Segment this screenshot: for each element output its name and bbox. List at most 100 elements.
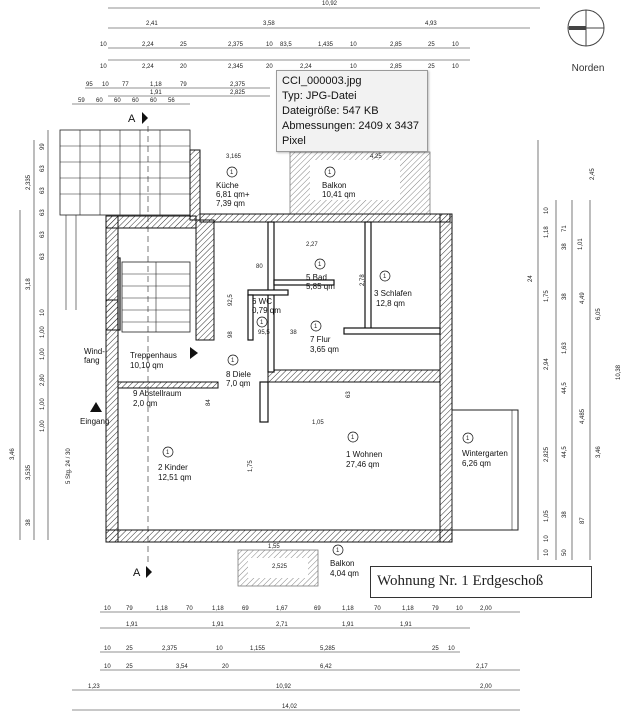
dim-label: 84 xyxy=(206,399,212,406)
dim-label: 10 xyxy=(216,646,223,652)
dim-label: 63 xyxy=(346,391,352,398)
dim-label: 1,00 xyxy=(40,398,46,410)
top-dimension-lines xyxy=(72,7,540,105)
right-dimension-lines xyxy=(537,140,591,560)
dim-label: 10 xyxy=(102,82,109,88)
dim-label: 3,18 xyxy=(26,278,32,290)
dim-top-total: 10,92 xyxy=(322,1,338,7)
dim-top-b: 3,58 xyxy=(263,21,275,27)
dim-top-c: 4,93 xyxy=(425,21,437,27)
dim-label: 2,525 xyxy=(272,564,288,570)
room-flur: 1 7 Flur 3,65 qm xyxy=(310,320,339,354)
dim-label: 63 xyxy=(40,231,46,238)
dim-label: 2,375 xyxy=(230,82,246,88)
room-area: 3,65 qm xyxy=(310,345,339,354)
room-area: 12,8 qm xyxy=(376,299,405,308)
room-number: 1 xyxy=(383,274,387,280)
dim-label: 10 xyxy=(350,64,357,70)
room-area: 12,51 qm xyxy=(158,473,192,482)
room-number: 1 xyxy=(318,262,322,268)
compass-label: Norden xyxy=(571,63,605,74)
dim-label: 63 xyxy=(40,187,46,194)
dim-label: 70 xyxy=(374,606,381,612)
dim-label: 25 xyxy=(126,664,133,670)
room-name: fang xyxy=(84,356,100,365)
dim-label: 69 xyxy=(242,606,249,612)
compass-icon xyxy=(566,8,606,48)
wintergarten-frame xyxy=(451,409,519,531)
dim-label: 1,18 xyxy=(150,82,162,88)
dim-label: 98 xyxy=(228,331,234,338)
dim-label: 2,80 xyxy=(40,374,46,386)
dim-label: 1,155 xyxy=(250,646,266,652)
room-area: 10,41 qm xyxy=(322,190,356,199)
dim-label: 2,825 xyxy=(230,90,246,96)
dim-label: 10 xyxy=(544,549,550,556)
dim-label: 10 xyxy=(104,646,111,652)
dim-label: 3,165 xyxy=(226,154,242,160)
room-bad: 1 5 Bad 5,85 qm xyxy=(306,258,335,291)
dim-label: 25 xyxy=(428,64,435,70)
room-area: 6,81 qm+ xyxy=(216,190,250,199)
room-area: 7,39 qm xyxy=(216,199,245,208)
dim-label: 1,91 xyxy=(400,622,412,628)
room-balkon-bottom: 1 Balkon 4,04 qm xyxy=(330,544,359,578)
room-name: 2 Kinder xyxy=(158,463,188,472)
room-name: Treppenhaus xyxy=(130,351,177,360)
dim-label: 1,91 xyxy=(342,622,354,628)
dim-label: 77 xyxy=(122,82,129,88)
inner-dimension-labels: 3,165 4,25 2,27 80 2,78 92,5 98 95,5 38 … xyxy=(206,154,382,570)
dim-label: 10 xyxy=(266,42,273,48)
bottom-dimension-lines xyxy=(72,611,520,711)
section-marker-label: A xyxy=(128,113,136,125)
dim-label: 1,05 xyxy=(312,420,324,426)
tooltip-type: Typ: JPG-Datei xyxy=(282,90,357,102)
dim-label: 3,535 xyxy=(26,464,32,480)
dim-label: 20 xyxy=(266,64,273,70)
dim-label: 6,05 xyxy=(596,308,602,320)
dim-label: 1,18 xyxy=(342,606,354,612)
dim-label: 1,18 xyxy=(402,606,414,612)
dim-label: 60 xyxy=(96,98,103,104)
dim-label: 10 xyxy=(544,207,550,214)
left-dimension-labels: 2,335 99 63 63 63 63 63 3,18 10 1,00 1,0… xyxy=(10,143,72,526)
dim-label: 79 xyxy=(432,606,439,612)
room-name: 6 WC xyxy=(252,297,272,306)
dim-label: 1,00 xyxy=(40,326,46,338)
dim-label: 25 xyxy=(432,646,439,652)
dim-label: 24 xyxy=(528,275,534,282)
dim-label: 1,75 xyxy=(544,290,550,302)
dim-label: 59 xyxy=(78,98,85,104)
room-number: 1 xyxy=(351,435,355,441)
dim-label: 1,18 xyxy=(156,606,168,612)
room-diele: 1 8 Diele 7,0 qm xyxy=(226,354,251,388)
dim-label: 2,335 xyxy=(26,174,32,190)
dim-label: 63 xyxy=(40,253,46,260)
dim-label: 1,18 xyxy=(212,606,224,612)
dim-label: 1,91 xyxy=(150,90,162,96)
room-name: Eingang xyxy=(80,417,109,426)
plan-title: Wohnung Nr. 1 Erdgeschoß xyxy=(377,573,544,589)
dim-label: 1,18 xyxy=(544,226,550,238)
dim-label: 2,00 xyxy=(480,684,492,690)
dim-label: 1,75 xyxy=(248,460,254,472)
dim-label: 5,285 xyxy=(320,646,336,652)
dim-label: 20 xyxy=(180,64,187,70)
dim-label: 95 xyxy=(86,82,93,88)
dim-label: 2,24 xyxy=(142,64,154,70)
tooltip-size: Dateigröße: 547 KB xyxy=(282,105,379,117)
dim-label: 1,05 xyxy=(544,510,550,522)
dim-label: 20 xyxy=(222,664,229,670)
room-wintergarten: 1 Wintergarten 6,26 qm xyxy=(462,432,508,468)
dim-label: 4,25 xyxy=(370,154,382,160)
dim-label: 63 xyxy=(40,209,46,216)
dim-label: 25 xyxy=(428,42,435,48)
dim-label: 70 xyxy=(186,606,193,612)
dim-label: 44,5 xyxy=(562,382,568,394)
dim-label: 60 xyxy=(114,98,121,104)
room-number: 1 xyxy=(166,450,170,456)
dim-label: 2,94 xyxy=(544,358,550,370)
dim-label: 1,01 xyxy=(578,238,584,250)
dim-label: 38 xyxy=(562,243,568,250)
